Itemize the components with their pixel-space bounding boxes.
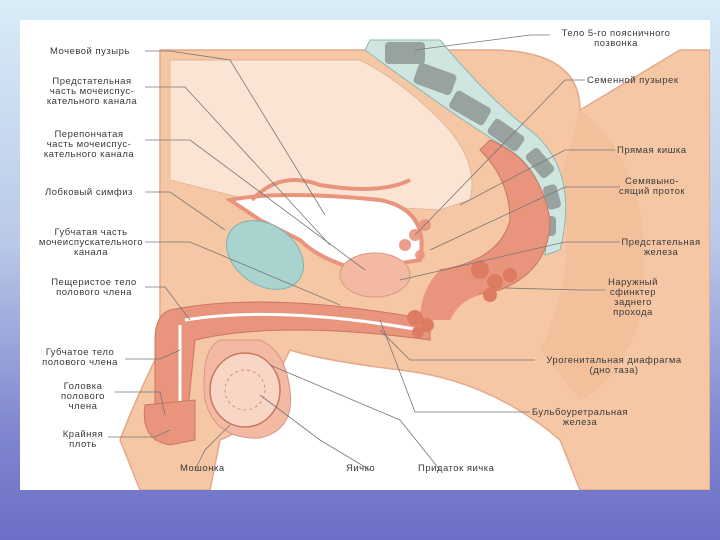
label-glans: Головка полового члена (50, 382, 116, 412)
label-corpus-cavernosum: Пещеристое тело полового члена (42, 278, 146, 298)
label-ejaculatory-duct: Семявыно- сящий проток (612, 177, 692, 197)
label-testis: Яичко (346, 464, 375, 474)
label-prostate: Предстательная железа (614, 238, 708, 258)
label-spongy-urethra: Губчатая часть мочеиспускательного канал… (35, 228, 147, 258)
label-corpus-spongiosum: Губчатое тело полового члена (35, 348, 125, 368)
diagram-panel: Мочевой пузырь Предстательная часть моче… (20, 20, 710, 490)
label-epididymis: Придаток яичка (418, 464, 494, 474)
label-pubic-symphysis: Лобковый симфиз (45, 188, 133, 198)
label-bladder: Мочевой пузырь (50, 47, 130, 57)
label-seminal-vesicle: Семенной пузырек (587, 76, 678, 86)
label-urogenital-diaphragm: Урогенитальная диафрагма (дно таза) (530, 356, 698, 376)
label-foreskin: Крайняя плоть (58, 430, 108, 450)
label-vertebra: Тело 5-го поясничного позвонка (548, 29, 684, 49)
label-prostatic-urethra: Предстательная часть мочеиспус- кательно… (38, 77, 146, 107)
label-rectum: Прямая кишка (617, 146, 686, 156)
testis-shape (210, 353, 280, 427)
label-membranous-urethra: Перепончатая часть мочеиспус- кательного… (32, 130, 146, 160)
label-scrotum: Мошонка (180, 464, 225, 474)
label-anal-sphincter: Наружный сфинктер заднего прохода (598, 278, 668, 318)
label-bulbourethral-gland: Бульбоуретральная железа (520, 408, 640, 428)
